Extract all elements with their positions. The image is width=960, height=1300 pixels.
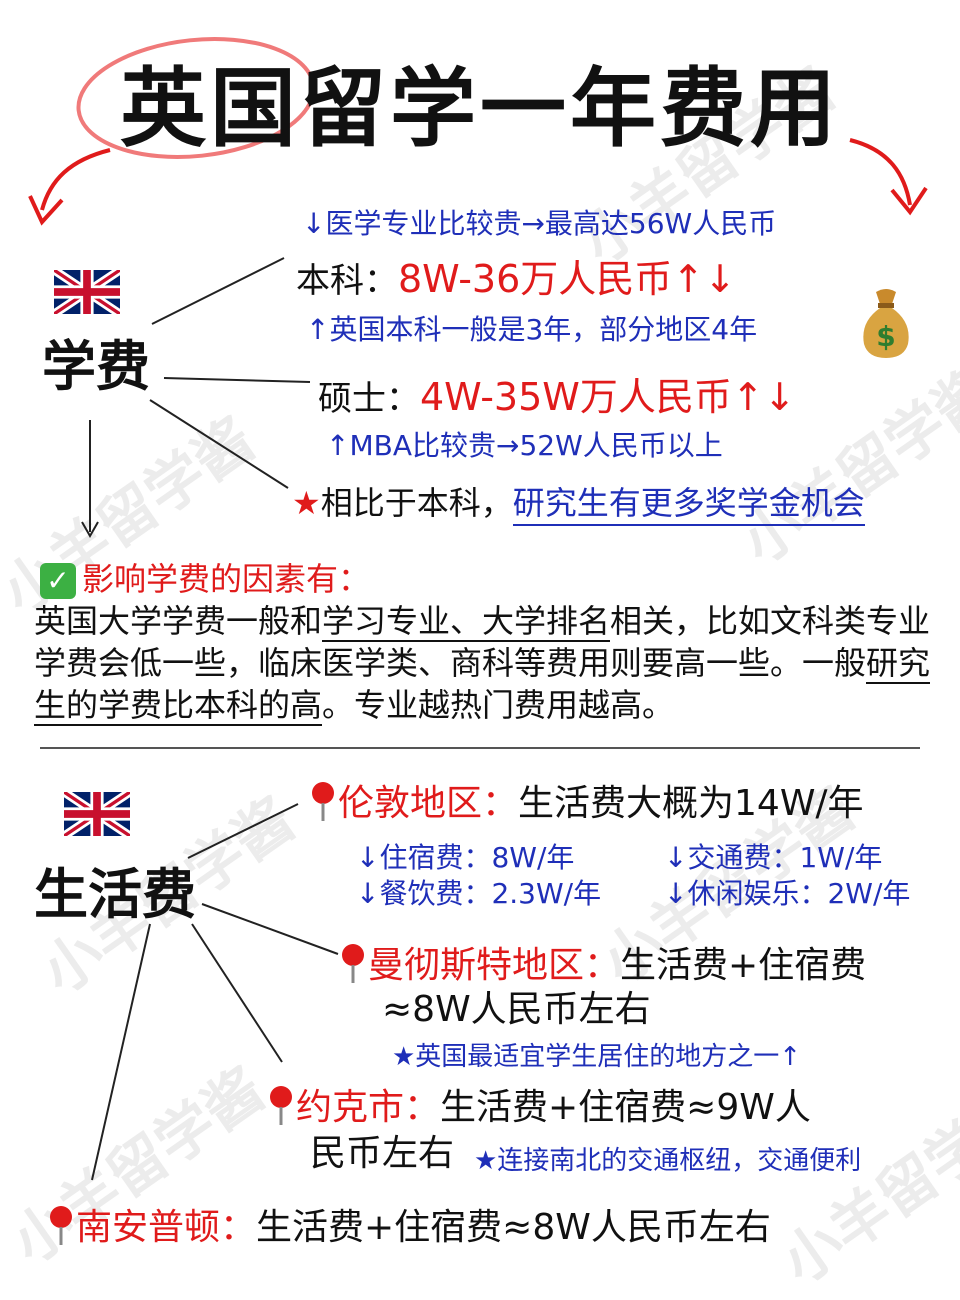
note-medicine: ↓医学专业比较贵→最高达56W人民币 — [302, 207, 777, 240]
london-transport: ↓交通费：1W/年 — [664, 841, 883, 874]
york-note: ★连接南北的交通枢纽，交通便利 — [474, 1146, 862, 1176]
uk-flag-icon — [64, 792, 130, 836]
pin-icon — [268, 1085, 296, 1134]
york-value-1: 生活费+住宿费≈9W人 — [440, 1087, 811, 1128]
undergrad-label: 本科： — [296, 261, 398, 301]
note-mba: ↑MBA比较贵→52W人民币以上 — [326, 429, 723, 462]
london-rent: ↓住宿费：8W/年 — [356, 841, 575, 874]
uk-flag-icon — [54, 270, 120, 314]
southampton-name: 南安普顿： — [76, 1207, 257, 1248]
master-label: 硕士： — [318, 379, 420, 419]
check-icon: ✓ — [40, 563, 76, 599]
note-years: ↑英国本科一般是3年，部分地区4年 — [306, 313, 758, 346]
factors-heading: 影响学费的因素有： — [82, 560, 371, 598]
money-bag-icon: $ — [858, 286, 914, 364]
manchester-note: ★英国最适宜学生居住的地方之一↑ — [392, 1042, 802, 1072]
london-leisure: ↓休闲娱乐：2W/年 — [664, 877, 911, 910]
scholarship-highlight: 研究生有更多奖学金机会 — [512, 484, 865, 526]
york-value-2: 民币左右 — [310, 1133, 455, 1174]
tuition-label: 学费 — [42, 335, 150, 398]
master-value: 4W-35W万人民币↑↓ — [420, 375, 796, 419]
london-food: ↓餐饮费：2.3W/年 — [356, 877, 602, 910]
svg-text:$: $ — [876, 320, 895, 353]
london-name: 伦敦地区： — [338, 783, 519, 824]
pin-icon — [48, 1205, 76, 1254]
pin-icon — [340, 943, 368, 992]
southampton-value: 生活费+住宿费≈8W人民币左右 — [256, 1207, 771, 1248]
manchester-name: 曼彻斯特地区： — [368, 945, 621, 986]
pin-icon — [310, 781, 338, 830]
undergrad-value: 8W-36万人民币↑↓ — [398, 257, 736, 301]
london-value: 生活费大概为14W/年 — [518, 783, 864, 824]
star-icon: ★ — [292, 484, 321, 522]
page-title: 英国留学一年费用 — [120, 59, 840, 159]
manchester-value-1: 生活费+住宿费 — [620, 945, 867, 986]
living-label: 生活费 — [34, 863, 196, 926]
york-name: 约克市： — [296, 1087, 441, 1128]
manchester-value-2: ≈8W人民币左右 — [382, 989, 651, 1030]
scholarship-text: 相比于本科， — [320, 484, 513, 522]
factors-paragraph: 英国大学学费一般和学习专业、大学排名相关，比如文科类专业学费会低一些，临床医学类… — [34, 602, 931, 726]
